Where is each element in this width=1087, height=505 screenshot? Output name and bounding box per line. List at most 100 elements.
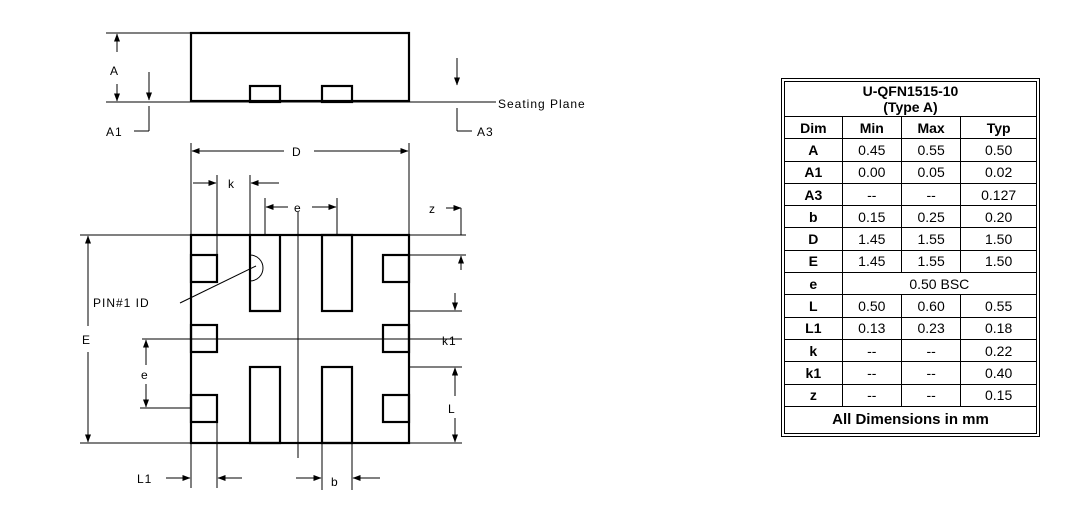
left-pad-top — [189, 253, 219, 284]
cell-max: 0.25 — [900, 205, 962, 229]
cell-typ: 0.15 — [960, 383, 1037, 407]
table-row: z----0.15 — [784, 383, 1037, 407]
cell-max: 0.60 — [900, 294, 962, 318]
cell-max: 0.05 — [900, 160, 962, 184]
label-pin1: PIN#1 ID — [93, 296, 150, 310]
left-pad-bottom — [189, 393, 219, 424]
cell-dim: L1 — [784, 316, 843, 340]
cell-typ: 0.22 — [960, 338, 1037, 363]
cell-typ: 1.50 — [960, 227, 1037, 251]
cell-dim: L — [784, 294, 843, 318]
table-row: k1----0.40 — [784, 361, 1037, 385]
cell-dim: A3 — [784, 182, 843, 207]
cell-typ: 0.20 — [960, 205, 1037, 229]
cell-dim: z — [784, 383, 843, 407]
table-title-line1: U-QFN1515-10 — [862, 83, 959, 99]
header-max: Max — [900, 115, 962, 140]
side-view: A A1 A3 Seating Plane — [106, 31, 586, 139]
right-pad-top — [381, 253, 411, 284]
cell-span: 0.50 BSC — [841, 272, 1038, 296]
cell-typ: 0.127 — [960, 182, 1037, 207]
cell-max: -- — [900, 338, 962, 363]
top-long-pad-right — [320, 233, 354, 313]
pin1-notch — [249, 254, 264, 282]
label-b: b — [331, 475, 339, 489]
table-title-line2: (Type A) — [883, 99, 938, 115]
label-a3: A3 — [477, 125, 494, 139]
cell-dim: E — [784, 249, 843, 274]
label-e-left: e — [141, 368, 149, 382]
cell-typ: 0.50 — [960, 138, 1037, 162]
label-l: L — [448, 402, 456, 416]
label-k1: k1 — [442, 334, 457, 348]
package-body-side — [189, 31, 411, 103]
table-header-row: Dim Min Max Typ — [784, 115, 1037, 140]
header-dim: Dim — [784, 115, 843, 140]
cell-dim: A1 — [784, 160, 843, 184]
cell-min: 0.00 — [841, 160, 902, 184]
pin1-pad — [248, 235, 282, 313]
cell-min: 0.50 — [841, 294, 902, 318]
cell-max: 0.55 — [900, 138, 962, 162]
table-row: A3----0.127 — [784, 182, 1037, 207]
label-l1: L1 — [137, 472, 152, 486]
left-pad-middle — [189, 323, 219, 354]
cell-dim: A — [784, 138, 843, 162]
pin1-leader — [179, 265, 257, 304]
cell-min: -- — [841, 383, 902, 407]
label-a1: A1 — [106, 125, 123, 139]
cell-typ: 0.40 — [960, 361, 1037, 385]
cell-min: -- — [841, 182, 902, 207]
table-row: k----0.22 — [784, 338, 1037, 363]
label-e-top: e — [294, 201, 302, 215]
cell-max: 1.55 — [900, 227, 962, 251]
header-typ: Typ — [960, 115, 1037, 140]
cell-max: 1.55 — [900, 249, 962, 274]
cell-min: 0.13 — [841, 316, 902, 340]
cell-dim: k — [784, 338, 843, 363]
cell-dim: b — [784, 205, 843, 229]
label-k: k — [228, 177, 235, 191]
label-seating-plane: Seating Plane — [498, 97, 586, 111]
cell-min: 0.15 — [841, 205, 902, 229]
label-a: A — [110, 64, 119, 78]
cell-dim: e — [784, 272, 843, 296]
cell-min: -- — [841, 361, 902, 385]
table-footer: All Dimensions in mm — [784, 405, 1037, 434]
cell-typ: 1.50 — [960, 249, 1037, 274]
cell-dim: k1 — [784, 361, 843, 385]
header-min: Min — [841, 115, 902, 140]
side-pad-left — [248, 84, 282, 104]
right-pad-middle — [381, 323, 411, 354]
cell-min: -- — [841, 338, 902, 363]
cell-max: 0.23 — [900, 316, 962, 340]
bottom-long-pad-left — [248, 365, 282, 445]
cell-min: 1.45 — [841, 249, 902, 274]
cell-typ: 0.18 — [960, 316, 1037, 340]
cell-typ: 0.55 — [960, 294, 1037, 318]
side-pad-right — [320, 84, 354, 104]
cell-max: -- — [900, 182, 962, 207]
cell-typ: 0.02 — [960, 160, 1037, 184]
label-e: E — [82, 333, 91, 347]
cell-dim: D — [784, 227, 843, 251]
bottom-long-pad-right — [320, 365, 354, 445]
right-pad-bottom — [381, 393, 411, 424]
top-view: D k e z PIN#1 ID E e — [80, 143, 466, 490]
label-z: z — [429, 202, 436, 216]
table-title: U-QFN1515-10 (Type A) — [784, 81, 1037, 117]
cell-max: -- — [900, 361, 962, 385]
cell-max: -- — [900, 383, 962, 407]
label-d: D — [292, 145, 302, 159]
package-outline-drawing: A A1 A3 Seating Plane — [80, 31, 586, 490]
